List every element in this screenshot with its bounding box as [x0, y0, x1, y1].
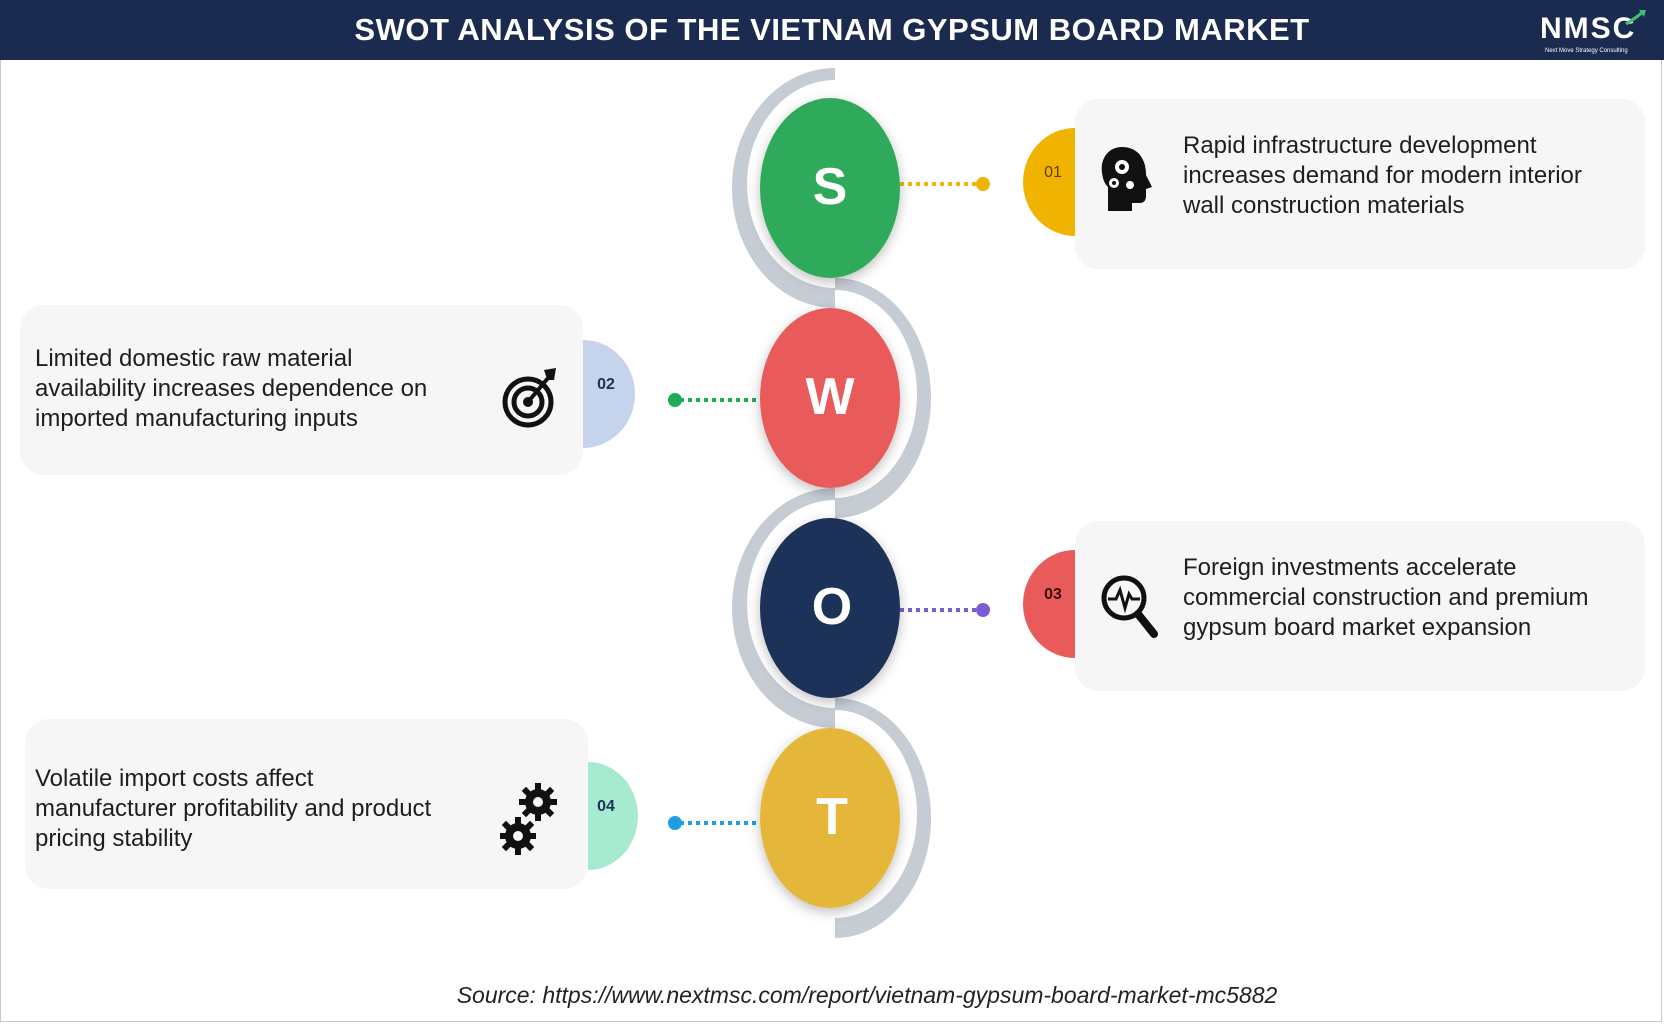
header-bar: SWOT ANALYSIS OF THE VIETNAM GYPSUM BOAR…: [0, 0, 1664, 60]
connector-dot-o: [976, 603, 990, 617]
text-weakness-line: imported manufacturing inputs: [35, 405, 358, 432]
logo-swoosh-icon: [1625, 9, 1646, 26]
number-01: 01: [1044, 164, 1062, 181]
number-03: 03: [1044, 586, 1062, 603]
circle-t: [760, 728, 900, 908]
letter-s: S: [812, 158, 848, 216]
nmsc-logo: NMSC Next Move Strategy Consulting: [1540, 8, 1660, 58]
logo-subtitle: Next Move Strategy Consulting: [1545, 48, 1628, 54]
spine-arc-w: [835, 278, 931, 518]
circle-w: [760, 308, 900, 488]
text-opportunity-line: Foreign investments accelerate: [1183, 554, 1517, 581]
text-strength-line: wall construction materials: [1183, 192, 1465, 219]
card-threat: [25, 719, 588, 889]
text-threat-line: pricing stability: [35, 825, 193, 852]
text-weakness: Limited domestic raw material availabili…: [35, 344, 485, 434]
letter-w: W: [805, 368, 855, 426]
circle-o: [760, 518, 900, 698]
text-opportunity: Foreign investments accelerate commercia…: [1183, 553, 1643, 643]
text-strength-line: increases demand for modern interior: [1183, 162, 1582, 189]
text-weakness-line: availability increases dependence on: [35, 375, 428, 402]
text-opportunity-line: commercial construction and premium: [1183, 584, 1589, 611]
text-threat-line: Volatile import costs affect: [35, 765, 314, 792]
text-opportunity-line: gypsum board market expansion: [1183, 614, 1532, 641]
connector-dot-s: [976, 177, 990, 191]
text-strength-line: Rapid infrastructure development: [1183, 132, 1537, 159]
target-arrow-icon: [502, 368, 556, 428]
connector-dot-w: [668, 393, 682, 407]
head-gears-icon: [1101, 147, 1152, 211]
tab-01: [1023, 128, 1075, 236]
tab-03: [1023, 550, 1075, 658]
spine-arc-s: [732, 68, 835, 308]
text-weakness-line: Limited domestic raw material: [35, 345, 353, 372]
card-opportunity: [1075, 521, 1645, 691]
letter-t: T: [816, 788, 848, 846]
page-title: SWOT ANALYSIS OF THE VIETNAM GYPSUM BOAR…: [354, 12, 1310, 47]
card-weakness: [20, 305, 583, 475]
magnifier-pulse-icon: [1101, 575, 1158, 638]
text-threat: Volatile import costs affect manufacture…: [35, 764, 495, 854]
number-04: 04: [597, 798, 615, 815]
connector-dot-t: [668, 816, 682, 830]
card-strength: [1075, 99, 1645, 269]
source-caption: Source: https://www.nextmsc.com/report/v…: [456, 982, 1278, 1008]
circle-s: [760, 98, 900, 278]
tab-04: [588, 762, 638, 870]
gears-icon: [500, 783, 557, 855]
number-02: 02: [597, 376, 615, 393]
spine-arc-o: [732, 488, 835, 728]
letter-o: O: [811, 578, 853, 636]
logo-text: NMSC: [1540, 12, 1637, 45]
tab-02: [583, 340, 635, 448]
spine-arc-t: [835, 698, 931, 938]
text-strength: Rapid infrastructure development increas…: [1183, 131, 1633, 221]
text-threat-line: manufacturer profitability and product: [35, 795, 432, 822]
